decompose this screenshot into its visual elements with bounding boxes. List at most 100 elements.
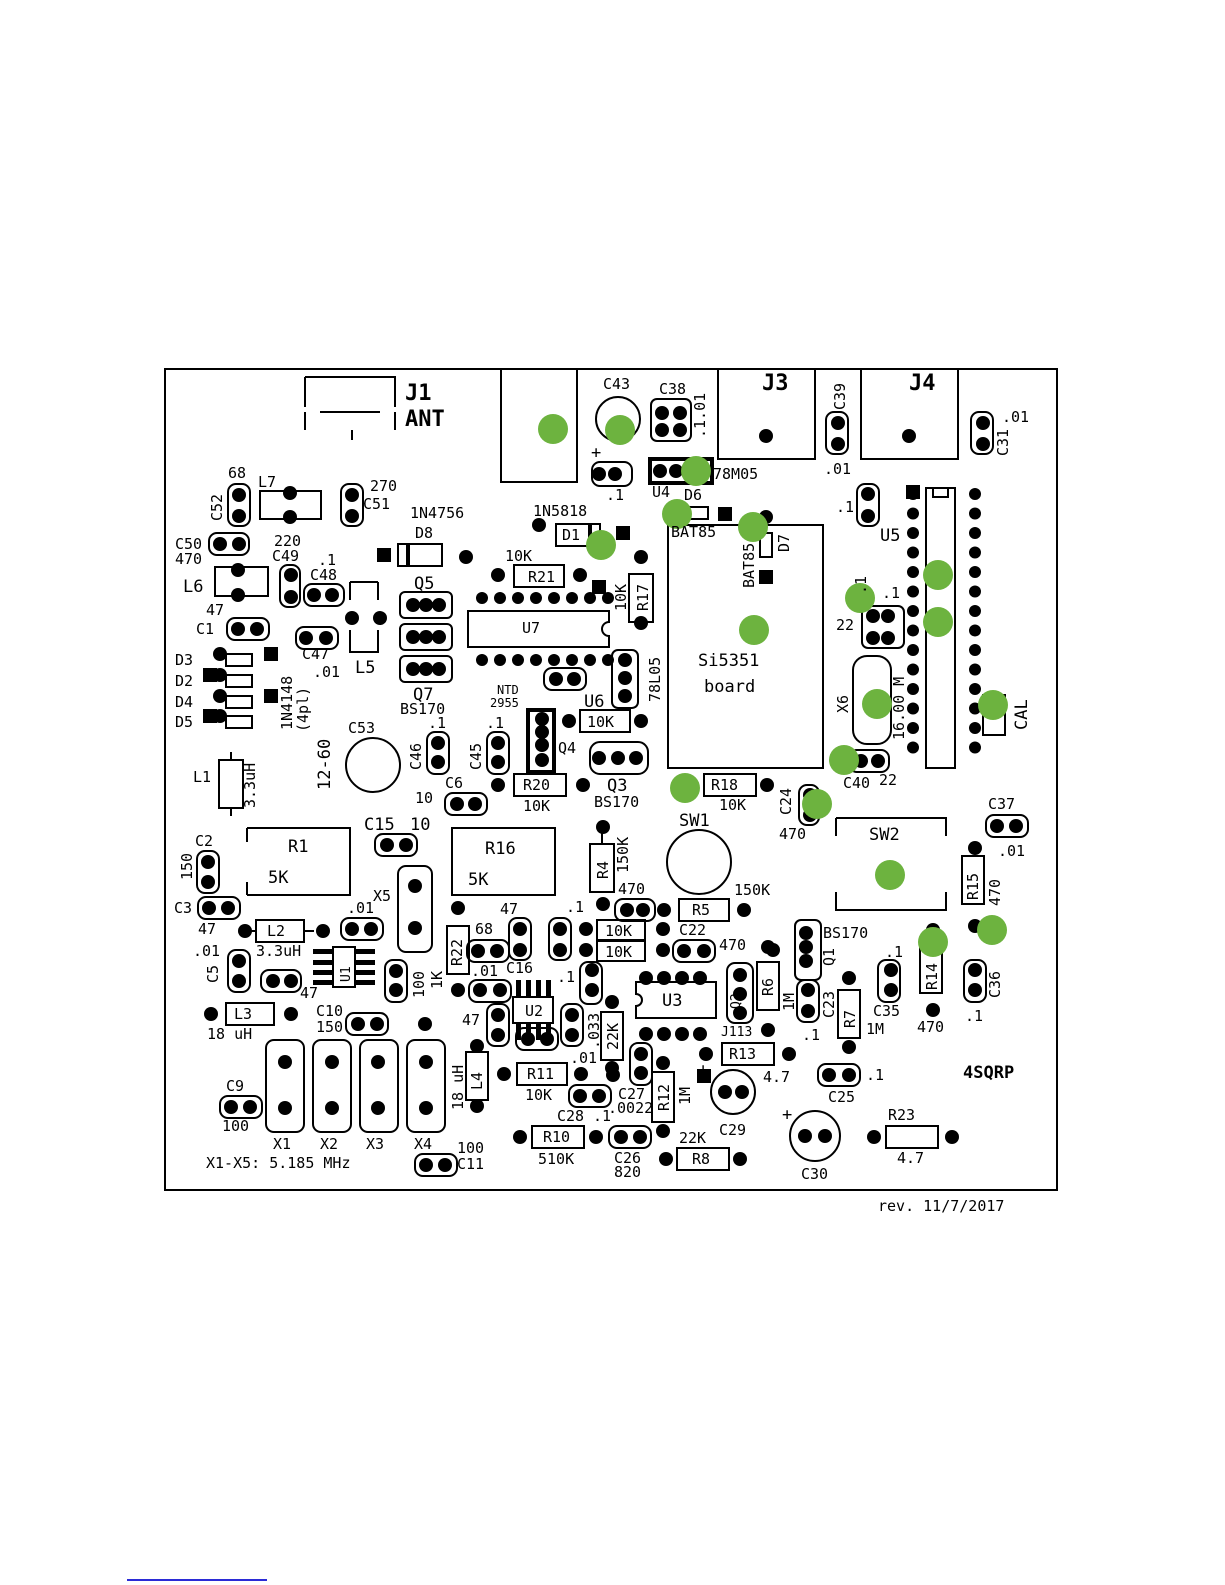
label-c5: C5 <box>204 965 222 983</box>
label-c-033: .033 <box>585 1013 603 1049</box>
c11-outline <box>414 1153 458 1177</box>
solder-pad <box>673 406 687 420</box>
solder-pad <box>284 974 298 988</box>
solder-pad <box>606 1068 620 1082</box>
solder-pad <box>406 630 420 644</box>
solder-pad <box>596 820 610 834</box>
green-marker <box>862 689 892 719</box>
solder-pad <box>884 963 898 977</box>
solder-pad <box>201 875 215 889</box>
label-c35-val: .1 <box>885 943 903 961</box>
solder-pad <box>549 672 563 686</box>
label-r11: R11 <box>527 1065 554 1083</box>
label-l2: L2 <box>267 922 285 940</box>
label-c15-val: 10 <box>410 815 430 835</box>
c23-outline <box>796 979 820 1023</box>
r-10kb-body <box>596 940 646 962</box>
label-c3: C3 <box>174 899 192 917</box>
solder-pad <box>945 1130 959 1144</box>
label-r6-val: 1M <box>780 993 798 1011</box>
label-d1: D1 <box>562 526 580 544</box>
q5-outline <box>399 591 453 619</box>
solder-pad <box>278 1101 292 1115</box>
u5-pin <box>969 741 981 754</box>
solder-pad <box>493 983 507 997</box>
label-plus3: + <box>782 1105 792 1125</box>
solder-pad <box>673 423 687 437</box>
solder-pad <box>733 968 747 982</box>
solder-pad <box>231 622 245 636</box>
x1-outline <box>265 1039 305 1133</box>
label-r-u6: 10K <box>587 713 614 731</box>
c-033-outline <box>560 1003 584 1047</box>
solder-pad <box>634 550 648 564</box>
u5-pin <box>907 605 919 617</box>
label-c51: C51 <box>363 495 390 513</box>
solder-pad <box>490 944 504 958</box>
u5-pin <box>969 546 981 559</box>
solder-pad <box>283 486 297 500</box>
green-marker <box>670 773 700 803</box>
c-1k-outline <box>543 667 587 691</box>
solder-pad <box>822 1068 836 1082</box>
solder-pad <box>653 464 667 478</box>
solder-pad <box>761 1023 775 1037</box>
label-r21: R21 <box>528 568 555 586</box>
square-pad <box>203 668 217 682</box>
solder-pad <box>243 1100 257 1114</box>
u5-pin <box>907 722 919 734</box>
u5-pin <box>907 702 919 715</box>
c6-outline <box>444 792 488 816</box>
r12-body <box>651 1071 675 1123</box>
u2-outline <box>512 996 554 1024</box>
solder-pad <box>419 1055 433 1069</box>
label-d7: D7 <box>775 534 793 552</box>
label-r-22ka: 22K <box>604 1023 622 1050</box>
solder-pad <box>491 778 505 792</box>
solder-pad <box>801 1004 815 1018</box>
label-c1-val: 47 <box>206 601 224 619</box>
label-c48: C48 <box>310 566 337 584</box>
solder-pad <box>491 736 505 750</box>
solder-pad <box>238 924 252 938</box>
label-j1: J1 <box>405 381 432 406</box>
solder-pad <box>573 568 587 582</box>
label-r15-val: 470 <box>986 879 1004 906</box>
solder-pad <box>562 714 576 728</box>
label-l4-val: 18 uH <box>449 1065 467 1110</box>
solder-pad <box>532 518 546 532</box>
solder-pad <box>213 689 227 703</box>
label-c22: C22 <box>679 921 706 939</box>
solder-pad <box>968 841 982 855</box>
label-q7: Q7 <box>413 685 433 705</box>
label-d3: D3 <box>175 651 193 669</box>
label-x6-val: 16.00 M <box>890 677 908 740</box>
r11-body <box>516 1062 568 1086</box>
u7-pin <box>512 592 524 604</box>
r20-body <box>513 773 567 797</box>
square-pad <box>718 507 732 521</box>
r21-body <box>513 564 565 588</box>
u7-pin <box>602 592 614 604</box>
label-c36: C36 <box>986 971 1004 998</box>
solder-pad <box>589 1130 603 1144</box>
label-r10: R10 <box>543 1128 570 1146</box>
label-plus1: + <box>591 443 601 463</box>
solder-pad <box>605 995 619 1009</box>
c46-outline <box>426 731 450 775</box>
u7-pin <box>530 654 542 666</box>
u7-pin <box>494 592 506 604</box>
solder-pad <box>535 753 549 767</box>
solder-pad <box>884 983 898 997</box>
label-l4: L4 <box>468 1072 486 1090</box>
solder-pad <box>968 983 982 997</box>
label-d8-val: 1N4756 <box>410 504 464 522</box>
label-r11-val: 10K <box>525 1086 552 1104</box>
c-100a-outline <box>384 959 408 1003</box>
label-r17-val: 10K <box>612 584 630 611</box>
solder-pad <box>567 672 581 686</box>
c25-outline <box>817 1063 861 1087</box>
green-marker <box>802 789 832 819</box>
solder-pad <box>389 983 403 997</box>
label-r4-val: 150K <box>614 837 632 873</box>
